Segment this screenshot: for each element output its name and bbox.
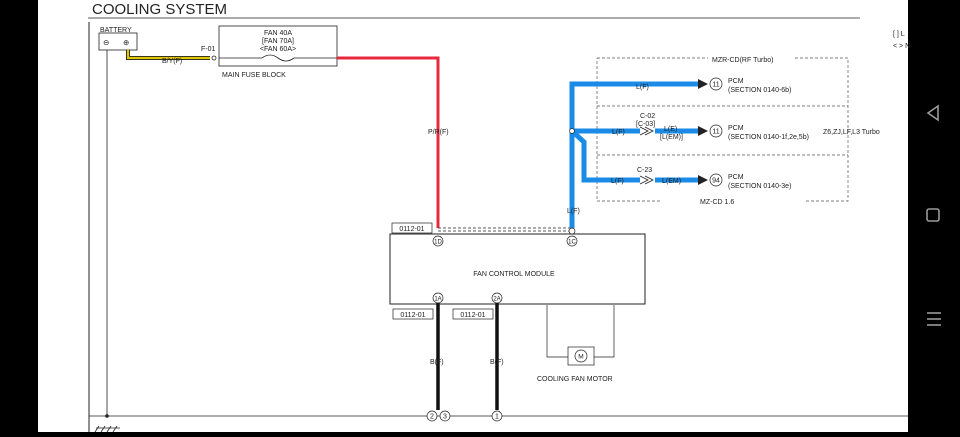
branch-2-wire-out: L(E)	[664, 126, 677, 133]
red-power-wire	[337, 56, 440, 228]
branch-2-num: 11	[712, 129, 719, 136]
blue-splice	[569, 128, 575, 134]
fuse-text-2: [FAN 70A]	[262, 38, 294, 45]
ground-node-3	[439, 410, 451, 422]
fuse-block-label: MAIN FUSE BLOCK	[222, 72, 286, 79]
pin-1d-label: 1D	[434, 240, 442, 246]
ground-node-1	[491, 410, 503, 422]
fuse-text-3: <FAN 60A>	[260, 46, 296, 53]
module-connector-tag	[391, 222, 433, 234]
ground-wire-1-label: B(F)	[430, 359, 444, 366]
engine-zone-outline	[596, 57, 849, 202]
battery-symbol	[98, 32, 138, 51]
motor-icon	[574, 349, 588, 363]
branch-3-connector: C-23	[637, 167, 652, 174]
corner-note-bottom: < > N	[893, 43, 910, 50]
battery-wire	[126, 50, 210, 60]
android-nav-bar	[926, 104, 941, 326]
branch-1-arrow-icon	[698, 79, 708, 89]
ground-node-2-label: 2	[430, 414, 434, 421]
corner-note-top: [ ] L	[893, 31, 905, 38]
menu-icon[interactable]	[927, 312, 941, 326]
branch-1-section: (SECTION 0140-6b)	[728, 87, 791, 94]
motor-symbol: M	[578, 354, 583, 361]
bottom-connector-label-left: 0112-01	[400, 312, 425, 319]
ground-node-2	[426, 410, 438, 422]
pin-1d	[432, 235, 444, 247]
fuse-symbol	[261, 54, 295, 62]
module-connector-label: 0112-01	[399, 226, 424, 233]
blue-wire-branch-3	[570, 129, 640, 183]
ground-node-1-label: 1	[495, 414, 499, 421]
branch-3-connector-icon	[639, 175, 654, 185]
module-name: FAN CONTROL MODULE	[473, 271, 555, 278]
bottom-connector-tag-right	[452, 308, 494, 320]
engine-note: Z6,ZJ,LF,L3 Turbo	[823, 129, 880, 136]
battery-minus: ⊖	[103, 38, 109, 47]
ground-node-3-label: 3	[443, 414, 447, 421]
branch-3-wire-in: L(F)	[611, 178, 624, 185]
page-title: COOLING SYSTEM	[92, 1, 227, 18]
fan-control-module	[389, 233, 646, 305]
zone-top-label: MZR-CD(RF Turbo)	[712, 57, 773, 64]
branch-3-node	[709, 173, 723, 187]
pin-1a-label: 1A	[434, 297, 441, 303]
pin-1c-label: 1C	[568, 240, 576, 246]
back-icon[interactable]	[926, 104, 939, 122]
blue-wire-group	[569, 81, 700, 228]
branch-2-dest: PCM	[728, 125, 744, 132]
branch-2-arrow-icon	[698, 126, 708, 136]
fuse-text-1: FAN 40A	[264, 30, 292, 37]
motor-label: COOLING FAN MOTOR	[537, 376, 613, 383]
branch-1-node	[709, 77, 723, 91]
branch-3-dest: PCM	[728, 174, 744, 181]
zone-bottom-label: MZ-CD 1.6	[700, 199, 734, 206]
pin-1c	[566, 235, 578, 247]
fuse-block-box	[218, 25, 338, 67]
home-icon[interactable]	[926, 208, 940, 222]
bottom-connector-tag-left	[392, 308, 434, 320]
blue-wire-trunk	[569, 81, 700, 228]
fuse-connector-label: F-01	[201, 46, 216, 53]
branch-2-node	[709, 124, 723, 138]
branch-2-connector-alt: [C-03]	[636, 121, 655, 128]
branch-1-num: 11	[712, 82, 719, 89]
branch-2-connector: C-02	[640, 113, 655, 120]
bottom-connector-label-right: 0112-01	[460, 312, 485, 319]
ground-wire-2-label: B(F)	[490, 359, 504, 366]
blue-main-label: L(F)	[567, 208, 580, 215]
battery-plus: ⊕	[123, 38, 129, 47]
branch-2-connector-icon	[639, 126, 654, 136]
battery-wire-label: B/Y(F)	[162, 58, 182, 65]
battery-label: BATTERY	[100, 27, 132, 34]
branch-2-wire-in: L(F)	[612, 129, 625, 136]
branch-2-section: (SECTION 0140-1f,2e,5b)	[728, 134, 809, 141]
diagram-page	[38, 0, 908, 432]
branch-3-wire-out: L(EM)	[662, 178, 681, 185]
branch-1-dest: PCM	[728, 78, 744, 85]
branch-1-wire: L(F)	[636, 84, 649, 91]
red-wire-label: P/R(F)	[428, 129, 449, 136]
branch-3-arrow-icon	[698, 175, 708, 185]
branch-3-section: (SECTION 0140-3e)	[728, 183, 791, 190]
fuse-connector-pin	[211, 55, 217, 61]
ground-junction	[105, 414, 109, 418]
branch-2-wire-out-alt: [L(EM)]	[660, 134, 683, 141]
ground-symbol-icon	[94, 425, 120, 433]
branch-3-num: 94	[712, 178, 720, 185]
blue-connector-pin	[568, 227, 576, 235]
pin-2a-label: 2A	[493, 297, 500, 303]
